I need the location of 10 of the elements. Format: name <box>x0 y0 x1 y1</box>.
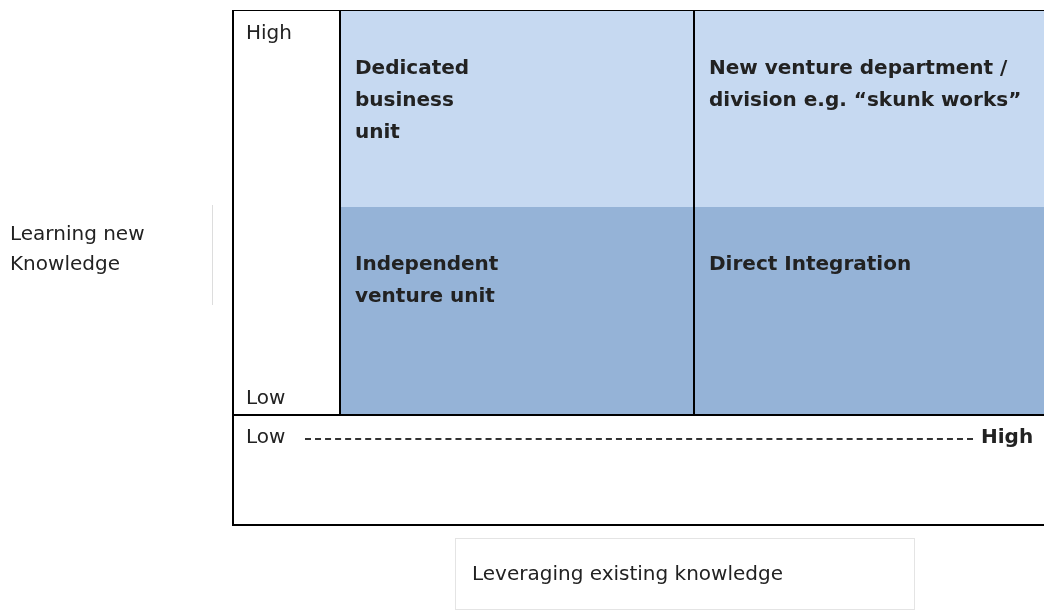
axis-title: Leveraging existing knowledge <box>472 561 783 585</box>
quadrant-cell: Independent venture unit <box>341 207 694 414</box>
axis-label: Low <box>246 424 286 448</box>
quadrant-cell: Dedicated business unit <box>341 11 694 207</box>
quadrant-cell: Direct Integration <box>695 207 1044 414</box>
quadrant-cell: New venture department / division e.g. “skunk works” <box>695 11 1044 207</box>
axis-label: High <box>981 424 1034 448</box>
axis-label: Low <box>246 385 286 409</box>
axis-title: Learning new Knowledge <box>10 220 146 277</box>
axis-label: High <box>246 20 292 44</box>
